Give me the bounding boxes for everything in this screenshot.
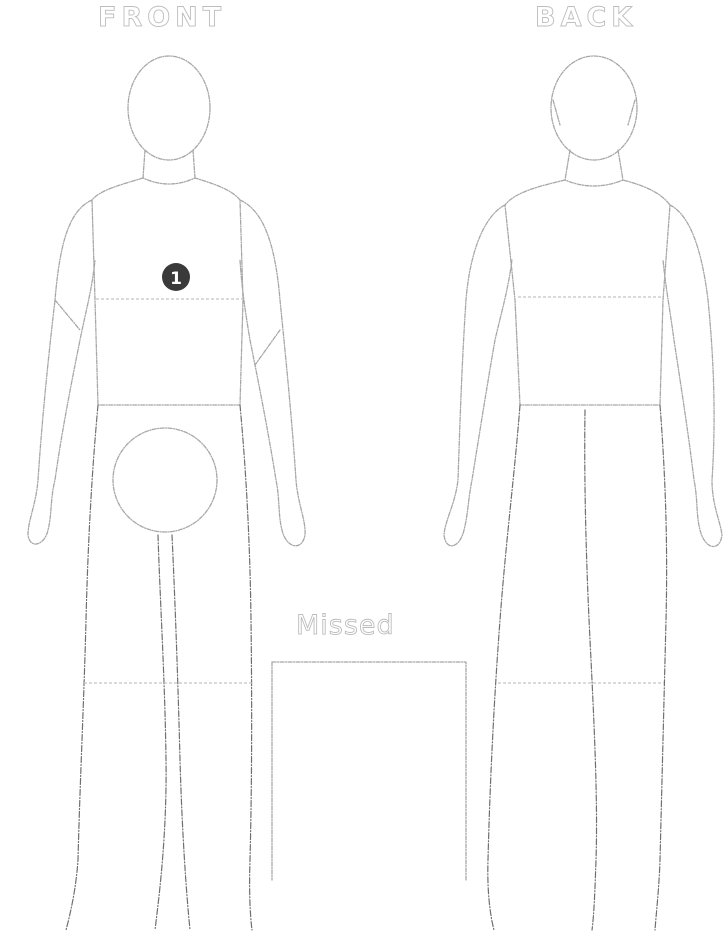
front-groin[interactable] [113,428,217,532]
back-head[interactable] [551,56,637,160]
back-ears [553,100,635,125]
back-torso[interactable] [505,180,670,405]
front-left-elbow [55,300,80,330]
back-right-leg-outer[interactable] [655,405,667,930]
front-right-arm[interactable] [240,200,305,546]
missed-box[interactable] [272,662,466,880]
back-left-leg-outer[interactable] [488,405,520,930]
front-right-leg-outer[interactable] [240,405,252,930]
front-figure: 1 [28,56,305,930]
front-right-elbow [255,330,280,365]
front-head[interactable] [128,56,210,160]
wound-marker-number: 1 [170,269,182,289]
missed-label: Missed [296,610,395,641]
front-left-leg-inner [155,535,166,930]
back-figure [444,56,722,930]
front-right-leg-inner [172,535,190,930]
front-left-arm[interactable] [28,200,95,544]
front-left-leg-outer[interactable] [66,405,98,930]
wound-marker-1[interactable]: 1 [162,263,190,291]
back-center-line [585,410,597,930]
front-torso[interactable] [92,178,243,405]
back-left-arm[interactable] [444,205,512,546]
back-right-arm[interactable] [663,205,722,546]
